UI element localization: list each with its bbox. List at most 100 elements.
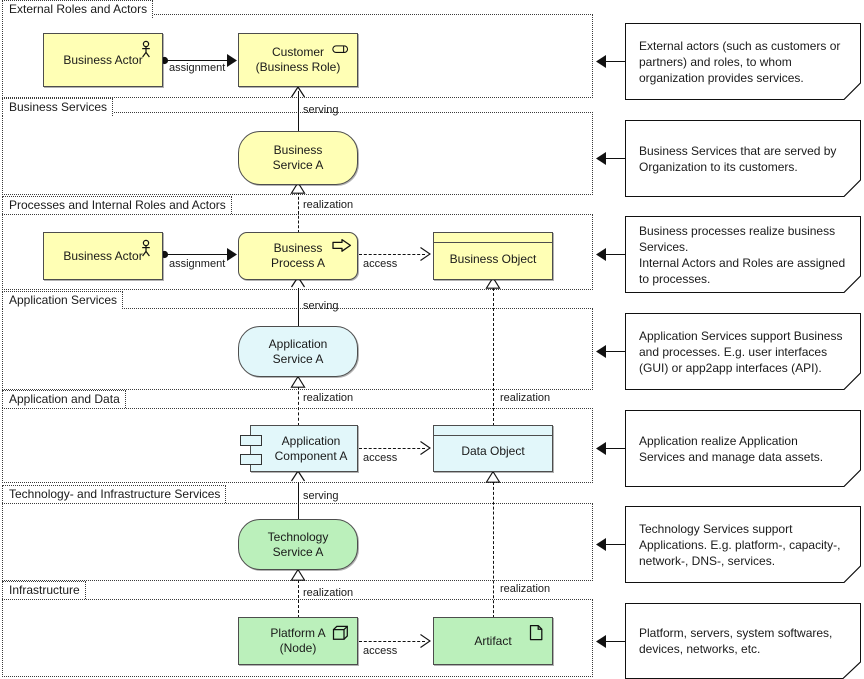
assignment-top-line bbox=[164, 60, 236, 61]
element-business-actor-top[interactable]: Business Actor bbox=[43, 33, 163, 87]
element-business-process-a[interactable]: Business Process A bbox=[238, 232, 358, 280]
element-label-business-process-a: Business Process A bbox=[270, 241, 326, 270]
element-application-service-a[interactable]: Application Service A bbox=[238, 326, 358, 377]
realization-application-service-line bbox=[298, 386, 299, 426]
element-technology-service-a[interactable]: Technology Service A bbox=[238, 519, 358, 570]
note-infrastructure: Platform, servers, system softwares, dev… bbox=[625, 603, 861, 679]
access-data-object-line bbox=[359, 448, 425, 449]
element-customer-business-role[interactable]: Customer (Business Role) bbox=[238, 33, 358, 87]
realization-business-object-triangle bbox=[485, 276, 501, 289]
element-label-customer-business-role: Customer (Business Role) bbox=[255, 45, 341, 74]
note-shape bbox=[625, 506, 861, 583]
note-text: External actors (such as customers or pa… bbox=[639, 38, 841, 85]
element-label-business-actor-top: Business Actor bbox=[63, 52, 143, 67]
note-shape bbox=[625, 313, 861, 390]
assignment-mid-arrowhead bbox=[227, 248, 237, 261]
relationship-label-serving-business-process: serving bbox=[303, 300, 339, 312]
realization-data-object-triangle bbox=[485, 470, 501, 483]
note-pointer-arrowhead-6 bbox=[596, 538, 606, 551]
relationship-label-serving-customer: serving bbox=[303, 104, 339, 116]
element-business-actor-mid[interactable]: Business Actor bbox=[43, 232, 163, 280]
application-component-icon bbox=[240, 435, 262, 446]
element-data-object[interactable]: Data Object bbox=[433, 425, 553, 472]
relationship-label-serving-application-component: serving bbox=[303, 490, 339, 502]
note-pointer-arrowhead-2 bbox=[596, 152, 606, 165]
element-label-application-component-a: Application Component A bbox=[274, 433, 348, 463]
note-text: Technology Services support Applications… bbox=[639, 521, 841, 568]
note-pointer-line-3 bbox=[598, 254, 625, 255]
relationship-label-access-artifact: access bbox=[363, 645, 398, 657]
relationship-label-realization-technology-service: realization bbox=[303, 587, 354, 599]
note-pointer-arrowhead-4 bbox=[596, 345, 606, 358]
access-business-object-line bbox=[359, 254, 425, 255]
note-pointer-arrowhead-1 bbox=[596, 55, 606, 68]
group-label-external-roles-and-actors: External Roles and Actors bbox=[2, 0, 154, 18]
element-label-application-service-a: Application Service A bbox=[268, 336, 328, 366]
note-text: Business Services that are served by Org… bbox=[639, 143, 837, 174]
group-application-and-data bbox=[2, 408, 593, 483]
relationship-label-realization-data-object: realization bbox=[500, 583, 551, 595]
relationship-label-access-data-object: access bbox=[363, 452, 398, 464]
element-business-service-a[interactable]: Business Service A bbox=[238, 131, 358, 185]
business-actor-icon bbox=[142, 40, 150, 58]
note-shape bbox=[625, 216, 861, 293]
note-pointer-line-7 bbox=[598, 641, 625, 642]
serving-customer-line bbox=[298, 91, 299, 131]
note-processes-and-internal-roles: Business processes realize business Serv… bbox=[625, 216, 861, 293]
realization-technology-service-triangle bbox=[290, 568, 306, 581]
element-artifact[interactable]: Artifact bbox=[433, 617, 553, 665]
group-processes-and-internal-roles bbox=[2, 214, 593, 290]
group-label-business-services: Business Services bbox=[2, 98, 114, 116]
relationship-label-access-business-object: access bbox=[363, 258, 398, 270]
element-application-component-a[interactable]: Application Component A bbox=[240, 425, 358, 472]
group-label-technology-and-infrastructure-services: Technology- and Infrastructure Services bbox=[2, 485, 227, 503]
business-object-header-bar bbox=[434, 233, 552, 243]
note-pointer-line-2 bbox=[598, 158, 625, 159]
access-artifact-arrowhead bbox=[420, 634, 431, 648]
realization-technology-service-line bbox=[298, 580, 299, 618]
note-business-services: Business Services that are served by Org… bbox=[625, 120, 861, 197]
realization-data-object-line bbox=[493, 482, 494, 618]
note-shape bbox=[625, 23, 861, 100]
group-label-application-and-data: Application and Data bbox=[2, 390, 126, 408]
access-business-object-arrowhead bbox=[420, 247, 431, 261]
group-application-services bbox=[2, 308, 593, 390]
group-label-infrastructure: Infrastructure bbox=[2, 581, 86, 599]
access-data-object-arrowhead bbox=[420, 441, 431, 455]
note-application-services: Application Services support Business an… bbox=[625, 313, 861, 390]
relationship-label-realization-business-service: realization bbox=[303, 199, 354, 211]
assignment-mid-line bbox=[164, 254, 236, 255]
business-process-icon bbox=[332, 238, 352, 252]
group-business-services bbox=[2, 112, 593, 195]
note-pointer-arrowhead-3 bbox=[596, 248, 606, 261]
relationship-label-realization-business-object: realization bbox=[500, 392, 551, 404]
serving-business-process-line bbox=[298, 288, 299, 326]
realization-business-service-triangle bbox=[290, 181, 306, 194]
note-external-roles-and-actors: External actors (such as customers or pa… bbox=[625, 23, 861, 100]
note-text: Application realize Application Services… bbox=[639, 433, 824, 464]
relationship-label-realization-application-service: realization bbox=[303, 392, 354, 404]
node-icon bbox=[332, 625, 348, 640]
note-text: Application Services support Business an… bbox=[639, 328, 843, 375]
element-platform-a-node[interactable]: Platform A (Node) bbox=[238, 617, 358, 665]
group-infrastructure bbox=[2, 599, 593, 677]
realization-application-service-triangle bbox=[290, 375, 306, 388]
group-label-application-services: Application Services bbox=[2, 291, 124, 309]
note-technology-services: Technology Services support Applications… bbox=[625, 506, 861, 583]
element-business-object[interactable]: Business Object bbox=[433, 232, 553, 280]
element-label-platform-a-node: Platform A (Node) bbox=[270, 626, 326, 655]
note-text: Business processes realize business Serv… bbox=[639, 223, 846, 286]
element-label-technology-service-a: Technology Service A bbox=[267, 529, 329, 559]
note-pointer-arrowhead-7 bbox=[596, 635, 606, 648]
group-external-roles-and-actors bbox=[2, 14, 593, 98]
note-pointer-line-5 bbox=[598, 448, 625, 449]
relationship-label-assignment-top: assignment bbox=[169, 62, 226, 74]
element-label-business-service-a: Business Service A bbox=[272, 143, 324, 172]
element-label-artifact: Artifact bbox=[474, 633, 512, 648]
note-shape bbox=[625, 410, 861, 487]
serving-customer-arrowhead bbox=[290, 85, 306, 98]
relationship-label-assignment-mid: assignment bbox=[169, 258, 226, 270]
artifact-icon bbox=[529, 624, 543, 641]
note-shape bbox=[625, 603, 861, 679]
